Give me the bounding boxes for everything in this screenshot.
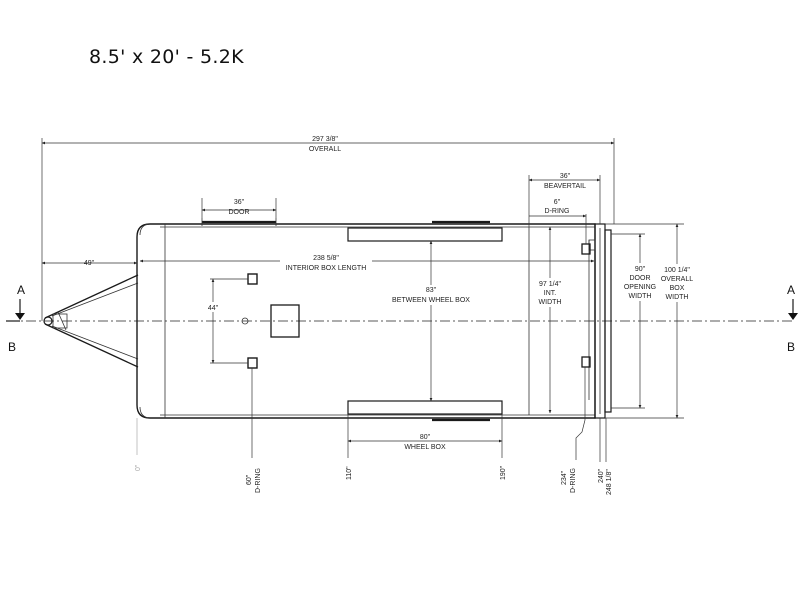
svg-text:44": 44" <box>208 305 219 312</box>
between-wheel-box-dim: 83" BETWEEN WHEEL BOX <box>392 240 470 402</box>
overall-length-dim: 297 3/8" OVERALL <box>41 136 615 321</box>
wheel-box-bottom <box>347 400 503 415</box>
floor-hatch <box>270 304 300 338</box>
svg-text:BOX: BOX <box>670 285 685 292</box>
svg-text:OVERALL: OVERALL <box>309 146 341 153</box>
d-ring-spacing-dim: 44" <box>205 278 248 364</box>
station-wheel-box-190: 190" <box>500 465 507 480</box>
station-d-ring-60-label: D-RING <box>255 468 262 493</box>
svg-text:WIDTH: WIDTH <box>629 293 652 300</box>
trailer-tongue <box>43 274 139 368</box>
svg-text:INT.: INT. <box>544 290 557 297</box>
beavertail-dim: 36" BEAVERTAIL <box>528 173 601 227</box>
station-d-ring-234-label: D-RING <box>570 468 577 493</box>
svg-text:OVERALL: OVERALL <box>661 276 693 283</box>
station-wheel-box-110: 110" <box>346 466 353 480</box>
station-d-ring-60: 60" <box>246 474 253 485</box>
svg-text:DOOR: DOOR <box>229 209 250 216</box>
station-240: 240" <box>598 468 605 483</box>
station-zero: 0" <box>135 464 142 471</box>
svg-text:BEAVERTAIL: BEAVERTAIL <box>544 183 586 190</box>
svg-text:83": 83" <box>426 287 437 294</box>
interior-width-dim: 97 1/4" INT. WIDTH <box>533 226 568 414</box>
svg-text:36": 36" <box>560 173 571 180</box>
station-248: 248 1/8" <box>606 469 613 495</box>
svg-text:A: A <box>787 283 795 297</box>
svg-text:80": 80" <box>420 434 431 441</box>
svg-text:WHEEL BOX: WHEEL BOX <box>404 444 446 451</box>
svg-text:WIDTH: WIDTH <box>539 299 562 306</box>
door-dim: 36" DOOR <box>201 198 277 218</box>
svg-text:6": 6" <box>554 199 561 206</box>
svg-text:DOOR: DOOR <box>630 275 651 282</box>
svg-text:OPENING: OPENING <box>624 284 656 291</box>
svg-text:INTERIOR BOX LENGTH: INTERIOR BOX LENGTH <box>286 265 367 272</box>
svg-text:100 1/4": 100 1/4" <box>664 267 690 274</box>
wheel-box-length-dim: 80" WHEEL BOX <box>347 414 503 458</box>
d-ring-front-bottom <box>247 357 258 369</box>
svg-text:49": 49" <box>84 260 95 267</box>
overall-box-width-dim: 100 1/4" OVERALL BOX WIDTH <box>605 223 698 419</box>
section-marker-left: A B <box>6 283 25 354</box>
jack-point <box>241 317 249 325</box>
svg-text:D-RING: D-RING <box>545 208 570 215</box>
svg-text:297 3/8": 297 3/8" <box>312 136 338 143</box>
svg-text:A: A <box>17 283 25 297</box>
interior-length-dim: 238 5/8" INTERIOR BOX LENGTH <box>139 253 595 272</box>
svg-text:90": 90" <box>635 266 646 273</box>
station-d-ring-234: 234" <box>561 470 568 485</box>
tongue-length-dim: 49" <box>41 260 138 267</box>
diagram-title: 8.5' x 20' - 5.2K <box>89 46 244 68</box>
svg-text:BETWEEN WHEEL BOX: BETWEEN WHEEL BOX <box>392 297 470 304</box>
d-ring-rear-bottom <box>581 356 591 368</box>
side-door <box>201 218 490 422</box>
wheel-box-top <box>347 227 503 242</box>
svg-text:B: B <box>787 340 795 354</box>
svg-text:97 1/4": 97 1/4" <box>539 281 561 288</box>
svg-text:B: B <box>8 340 16 354</box>
station-lines <box>136 367 607 462</box>
svg-text:WIDTH: WIDTH <box>666 294 689 301</box>
d-ring-offset-dim: 6" D-RING <box>529 199 587 244</box>
svg-text:36": 36" <box>234 199 245 206</box>
d-ring-front-top <box>247 273 258 285</box>
svg-text:238 5/8": 238 5/8" <box>313 255 339 262</box>
section-marker-right: A B <box>787 283 798 354</box>
door-opening-width-dim: 90" DOOR OPENING WIDTH <box>611 233 661 409</box>
